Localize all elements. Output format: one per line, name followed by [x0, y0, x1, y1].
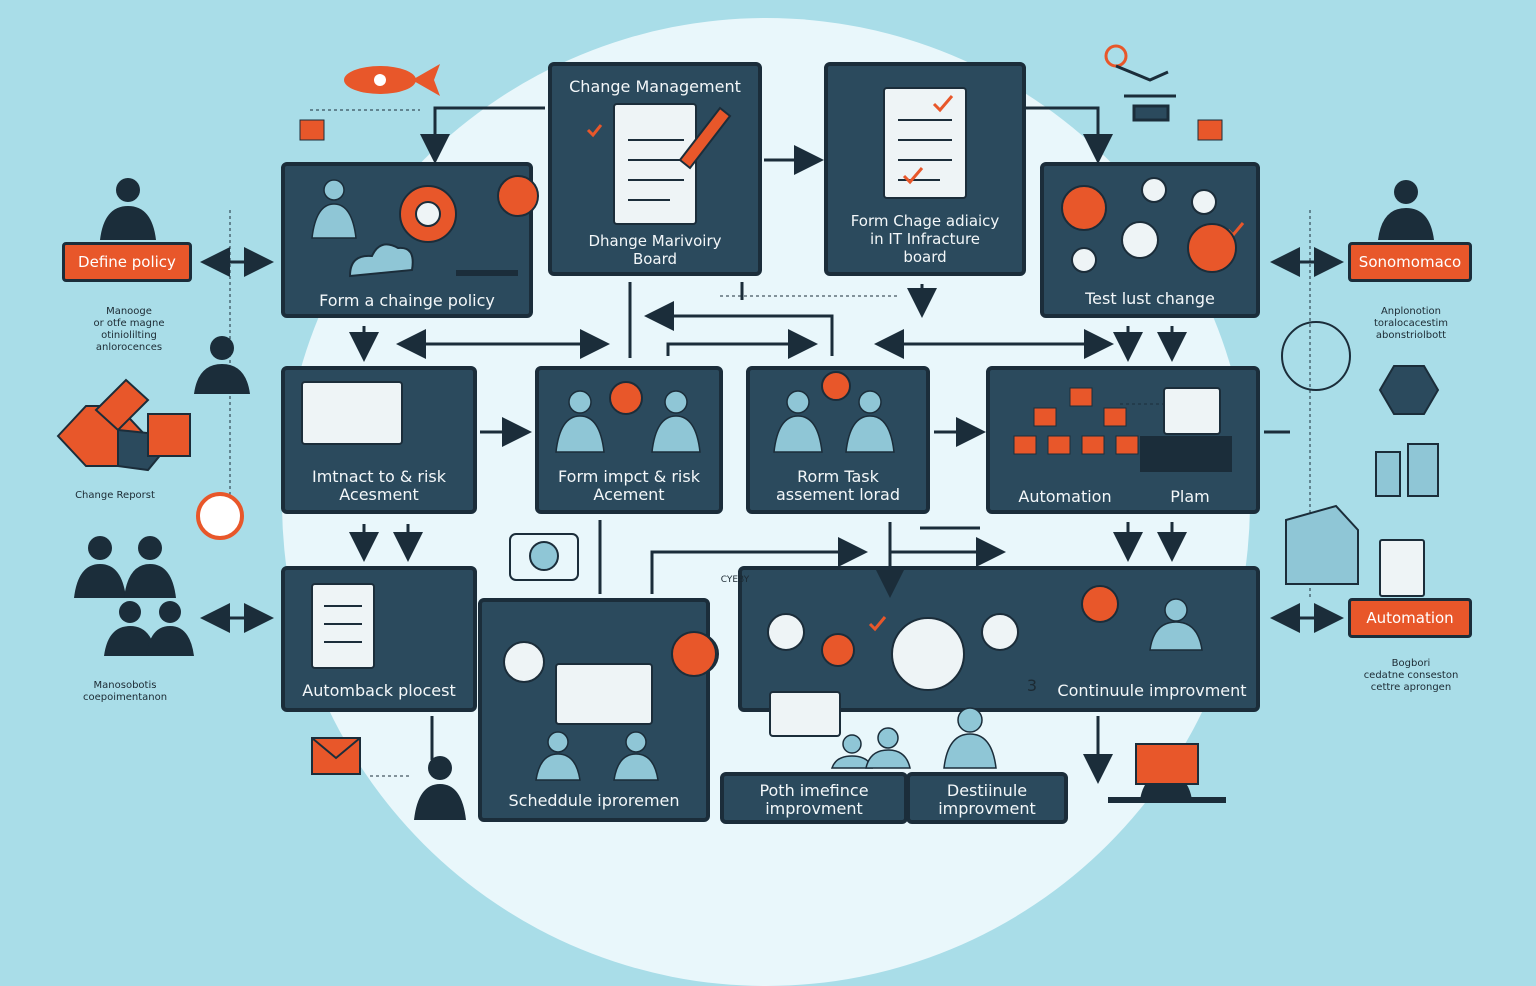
right-top-note: Anplonotion toralocacestim abonstriolbot…	[1373, 306, 1449, 341]
step-number: 3	[1026, 676, 1038, 695]
form-policy-label: Form a chainge policy	[319, 291, 495, 310]
plan-label: Plam	[1170, 487, 1210, 506]
autoback-label: Automback plocest	[302, 681, 456, 700]
post-improvement-label: Poth imefince improvment	[759, 781, 869, 818]
dest-improvement-label: Destiinule improvment	[938, 781, 1036, 818]
automation-label: Automation	[1018, 487, 1112, 506]
post-improvement-box: Poth imefince improvment	[720, 772, 908, 824]
define-policy-badge: Define policy	[62, 242, 192, 282]
form-task-label: Rorm Task assement lorad	[775, 467, 901, 504]
change-request-note: Change Reporst	[75, 490, 155, 501]
dest-improvement-box: Destiinule improvment	[906, 772, 1068, 824]
diagram-canvas: Change Management Dhange Marivoiry Board…	[56, 18, 1472, 986]
continuous-label: Continuule improvment	[1057, 681, 1247, 700]
schedule-label: Scheddule iproremen	[508, 791, 680, 810]
stakeholder-badge: Sonomomaco	[1348, 242, 1472, 282]
form-advisory-label: Form Chage adiaicy in IT Infracture boar…	[850, 212, 1000, 266]
right-bottom-note: Bogbori cedatne conseston cettre apronge…	[1363, 658, 1459, 693]
cyeby-note: CYEBY	[720, 575, 750, 585]
test-change-label: Test lust change	[1085, 289, 1215, 308]
left-bottom-note: Manosobotis coepoimentanon	[82, 680, 168, 703]
change-board-label: Dhange Marivoiry Board	[588, 232, 722, 268]
diagram-graphics	[56, 44, 1440, 820]
form-policy-box: Form a chainge policy	[281, 162, 533, 318]
change-management-title: Change Management	[569, 77, 741, 96]
form-impact-label: Form impct & risk Acement	[558, 467, 700, 504]
impact-assessment-label: Imtnact to & risk Acesment	[311, 467, 446, 504]
automation-badge: Automation	[1348, 598, 1472, 638]
left-top-note: Manooge or otfe magne otiniolilting anlo…	[93, 306, 165, 353]
